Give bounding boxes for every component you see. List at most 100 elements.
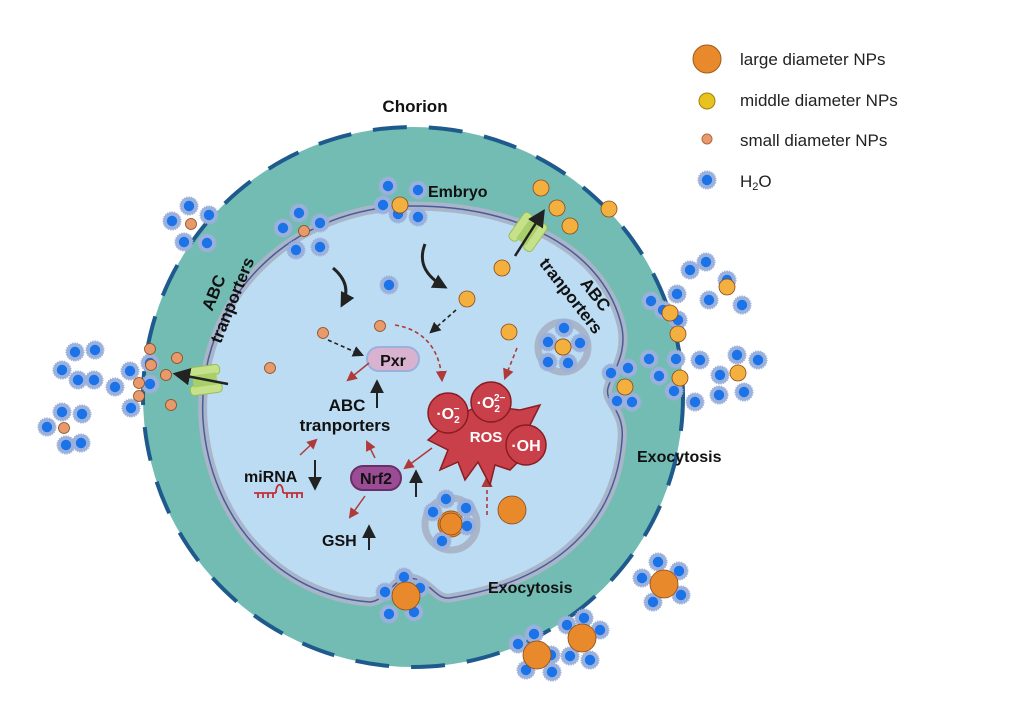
water-molecule-icon bbox=[690, 350, 710, 370]
small-np-icon bbox=[701, 133, 713, 145]
water-molecule-icon bbox=[120, 361, 140, 381]
svg-text:ABC: ABC bbox=[329, 396, 366, 415]
water-molecule-icon bbox=[699, 290, 719, 310]
hydroxyl-label: ·OH bbox=[511, 438, 540, 455]
mirna-icon bbox=[254, 483, 303, 498]
water-molecule-icon bbox=[456, 498, 476, 518]
water-molecule-icon bbox=[639, 349, 659, 369]
water-molecule-icon bbox=[622, 392, 642, 412]
efflux-arrow-left bbox=[172, 368, 229, 386]
water-molecule-icon bbox=[554, 318, 574, 338]
water-molecule-icon bbox=[273, 218, 293, 238]
water-molecule-icon bbox=[378, 176, 398, 196]
water-molecule-icon bbox=[666, 349, 686, 369]
signaling-arrows bbox=[299, 362, 433, 519]
large-np bbox=[497, 495, 527, 525]
water-molecule-icon bbox=[748, 350, 768, 370]
middle-np bbox=[616, 378, 634, 396]
middle-np bbox=[661, 304, 679, 322]
middle-np bbox=[493, 259, 511, 277]
water-molecule-icon bbox=[121, 398, 141, 418]
exocytosis-bottom-label: Exocytosis bbox=[488, 580, 573, 597]
large-np bbox=[391, 581, 421, 611]
middle-np bbox=[729, 364, 747, 382]
water-molecule-icon bbox=[436, 489, 456, 509]
water-molecule-icon bbox=[408, 180, 428, 200]
water-molecule-icon bbox=[408, 207, 428, 227]
water-molecule-icon bbox=[373, 195, 393, 215]
water-molecule-icon bbox=[601, 363, 621, 383]
water-molecule-icon bbox=[538, 332, 558, 352]
water-molecule-icon bbox=[648, 552, 668, 572]
particles bbox=[37, 176, 768, 682]
small-np bbox=[58, 422, 70, 434]
water-molecule-icon bbox=[667, 284, 687, 304]
water-molecule-icon bbox=[174, 232, 194, 252]
middle-np bbox=[718, 278, 736, 296]
water-molecule-icon bbox=[709, 385, 729, 405]
ros-cluster: ·O2− ·O22− ROS ·OH bbox=[426, 381, 547, 488]
middle-np bbox=[458, 290, 476, 308]
small-np bbox=[317, 327, 329, 339]
water-icon bbox=[697, 170, 717, 190]
water-molecule-icon bbox=[423, 502, 443, 522]
water-molecule-icon bbox=[37, 417, 57, 437]
water-molecule-icon bbox=[375, 582, 395, 602]
legend-water-label: H2O bbox=[740, 172, 772, 193]
gsh-label: GSH bbox=[322, 533, 357, 550]
water-molecule-icon bbox=[732, 295, 752, 315]
middle-np bbox=[669, 325, 687, 343]
water-molecule-icon bbox=[734, 382, 754, 402]
water-molecule-icon bbox=[85, 340, 105, 360]
small-np bbox=[165, 399, 177, 411]
water-molecule-icon bbox=[71, 433, 91, 453]
small-np bbox=[171, 352, 183, 364]
legend-small-label: small diameter NPs bbox=[740, 131, 887, 150]
water-molecule-icon bbox=[649, 366, 669, 386]
uptake-arrow-1 bbox=[332, 266, 355, 308]
uptake-arrow-2 bbox=[420, 243, 448, 289]
water-molecule-icon bbox=[618, 358, 638, 378]
water-molecule-icon bbox=[105, 377, 125, 397]
small-np bbox=[298, 225, 310, 237]
embryo-label: Embryo bbox=[428, 184, 488, 201]
abc-transporters-center-label: ABC tranporters bbox=[300, 396, 391, 435]
large-np-icon bbox=[692, 44, 722, 74]
middle-np bbox=[391, 196, 409, 214]
water-molecule-icon bbox=[286, 240, 306, 260]
middle-np bbox=[561, 217, 579, 235]
middle-np bbox=[548, 199, 566, 217]
legend-large-label: large diameter NPs bbox=[740, 50, 886, 69]
large-np bbox=[439, 512, 463, 536]
water-molecule-icon bbox=[710, 365, 730, 385]
small-np bbox=[374, 320, 386, 332]
svg-text:tranporters: tranporters bbox=[300, 416, 391, 435]
small-np bbox=[133, 377, 145, 389]
water-molecule-icon bbox=[197, 233, 217, 253]
water-molecule-icon bbox=[289, 203, 309, 223]
water-molecule-icon bbox=[379, 604, 399, 624]
water-molecule-icon bbox=[52, 402, 72, 422]
water-molecule-icon bbox=[632, 568, 652, 588]
middle-np bbox=[671, 369, 689, 387]
water-molecule-icon bbox=[680, 260, 700, 280]
water-molecule-icon bbox=[199, 205, 219, 225]
water-molecule-icon bbox=[570, 333, 590, 353]
dashed-arrows bbox=[327, 309, 518, 515]
water-molecule-icon bbox=[685, 392, 705, 412]
middle-np bbox=[554, 338, 572, 356]
water-molecule-icon bbox=[379, 275, 399, 295]
water-molecule-icon bbox=[179, 196, 199, 216]
water-molecule-icon bbox=[84, 370, 104, 390]
ros-label: ROS bbox=[470, 429, 503, 446]
small-np bbox=[144, 343, 156, 355]
middle-np bbox=[600, 200, 618, 218]
legend: large diameter NPs middle diameter NPs s… bbox=[692, 44, 898, 193]
water-molecule-icon bbox=[65, 342, 85, 362]
water-molecule-icon bbox=[524, 624, 544, 644]
small-np bbox=[264, 362, 276, 374]
superoxide-label: ·O2− bbox=[436, 404, 460, 426]
large-np bbox=[522, 640, 552, 670]
water-molecule-icon bbox=[310, 237, 330, 257]
